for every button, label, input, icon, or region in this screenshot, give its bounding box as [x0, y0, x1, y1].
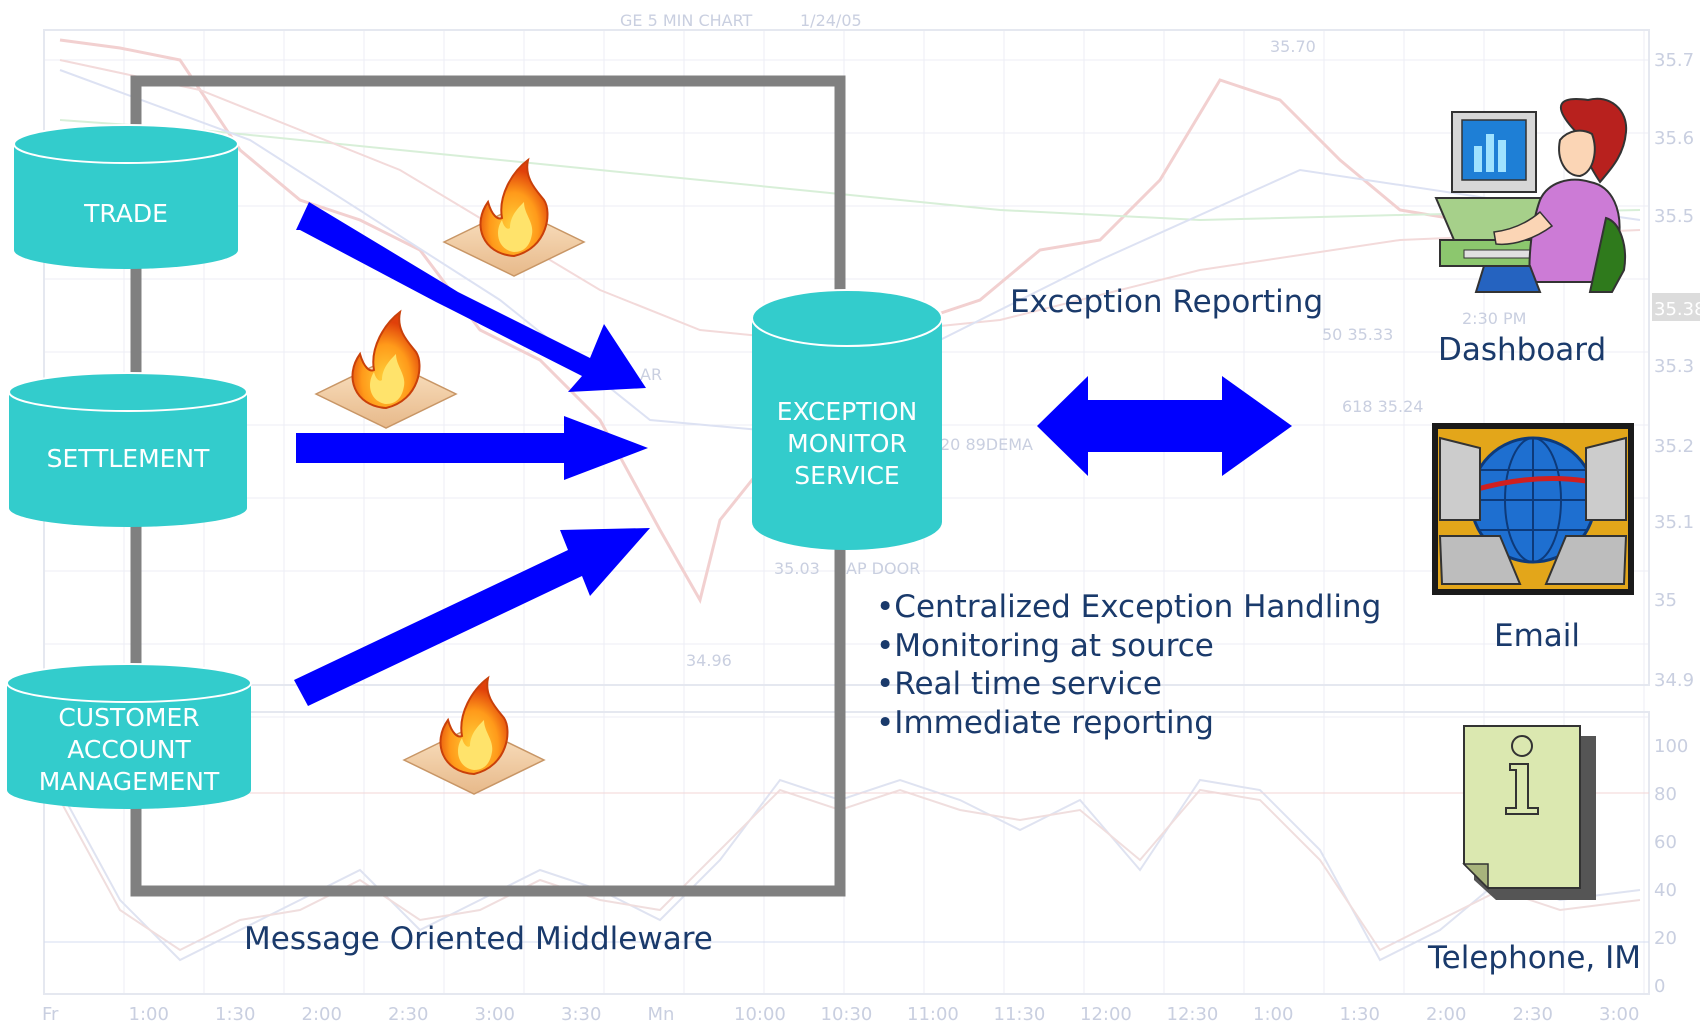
- exception-reporting-label: Exception Reporting: [1010, 284, 1324, 320]
- y-tick-label: 35.6: [1654, 128, 1694, 149]
- arrow-monitor-to-channels: [1037, 376, 1292, 476]
- chart-date: 1/24/05: [800, 11, 862, 30]
- x-tick-label: 11:30: [994, 1004, 1046, 1025]
- x-tick-label: 10:30: [821, 1004, 873, 1025]
- trade-cylinder: [13, 124, 239, 269]
- x-tick-label: 2:00: [1426, 1004, 1466, 1025]
- x-tick-label: 2:30: [388, 1004, 428, 1025]
- arrow-settlement-to-monitor: [296, 416, 648, 480]
- chart-y-ticks: 35.7 35.6 35.5 35.3 35.2 35.1 35 34.9 100 80 60 40 2…: [1654, 50, 1694, 997]
- chart-annotation: 50 35.33: [1322, 325, 1393, 344]
- price-marker-box: [1652, 293, 1700, 321]
- background-grid: [43, 30, 1649, 994]
- exception-monitor-cylinder: [751, 289, 943, 550]
- chart-title: GE 5 MIN CHART: [620, 11, 753, 30]
- feature-item: Real time service: [876, 665, 1381, 704]
- x-tick-label: 11:00: [907, 1004, 959, 1025]
- chart-annotation: 35.70: [1270, 37, 1316, 56]
- email-globe-icon: [1432, 423, 1634, 595]
- x-tick-label: 2:00: [302, 1004, 342, 1025]
- chart-annotations: 35.70 2:30 PM 50 35.33 618 35.24 20 89DEMA 35…: [640, 37, 1526, 670]
- oscillator-tick-label: 60: [1654, 832, 1677, 853]
- x-tick-label: 12:30: [1167, 1004, 1219, 1025]
- y-tick-label: 35.2: [1654, 436, 1694, 457]
- chart-annotation: AP DOOR: [846, 559, 920, 578]
- feature-item: Immediate reporting: [876, 704, 1381, 743]
- chart-annotation: 35.03: [774, 559, 820, 578]
- middleware-label: Message Oriented Middleware: [244, 921, 713, 957]
- settlement-label: SETTLEMENT: [46, 444, 210, 473]
- y-tick-label: 35.7: [1654, 50, 1694, 71]
- x-tick-label: 2:30: [1513, 1004, 1553, 1025]
- chart-x-ticks: Fr 1:00 1:30 2:00 2:30 3:00 3:30 Mn 10:00 10:30 11…: [42, 1004, 1639, 1025]
- chart-annotation: 618 35.24: [1342, 397, 1423, 416]
- info-note-icon: [1462, 725, 1596, 900]
- feature-item: Centralized Exception Handling: [876, 588, 1381, 627]
- x-tick-label: 1:00: [129, 1004, 169, 1025]
- oscillator-tick-label: 0: [1654, 976, 1665, 997]
- x-tick-label: 1:00: [1253, 1004, 1293, 1025]
- exception-monitor-label: EXCEPTION MONITOR SERVICE: [776, 397, 918, 490]
- dashboard-label: Dashboard: [1438, 332, 1607, 368]
- price-pane: [43, 29, 1650, 686]
- oscillator-tick-label: 100: [1654, 736, 1688, 757]
- feature-item: Monitoring at source: [876, 627, 1381, 666]
- y-tick-label: 35.3: [1654, 356, 1694, 377]
- background-ma-line-1: [59, 119, 1641, 222]
- flame-icon-1: [443, 159, 585, 277]
- x-tick-label: Mn: [648, 1004, 675, 1025]
- chart-annotation: 2:30 PM: [1462, 309, 1526, 328]
- oscillator-tick-label: 80: [1654, 784, 1677, 805]
- flame-icon-3: [403, 677, 545, 795]
- x-tick-label: Fr: [42, 1004, 59, 1025]
- trade-label: TRADE: [84, 199, 168, 228]
- chart-annotation: AR: [640, 365, 662, 384]
- feature-list: Centralized Exception Handling Monitorin…: [876, 588, 1381, 742]
- price-marker: 35.38: [1654, 299, 1700, 320]
- customer-account-label: CUSTOMER ACCOUNT MANAGEMENT: [38, 703, 220, 796]
- y-tick-label: 35: [1654, 590, 1677, 611]
- x-tick-label: 10:00: [734, 1004, 786, 1025]
- oscillator-pane: [43, 711, 1650, 995]
- arrow-customer-to-monitor: [294, 528, 650, 706]
- y-tick-label: 35.5: [1654, 206, 1694, 227]
- x-tick-label: 1:30: [215, 1004, 255, 1025]
- chart-annotation: 34.96: [686, 651, 732, 670]
- flame-icon-2: [315, 311, 457, 429]
- settlement-cylinder: [8, 372, 248, 527]
- arrow-trade-to-monitor: [296, 202, 646, 392]
- x-tick-label: 3:00: [1599, 1004, 1639, 1025]
- x-tick-label: 12:00: [1080, 1004, 1132, 1025]
- chart-annotation: 20 89DEMA: [940, 435, 1033, 454]
- y-tick-label: 34.9: [1654, 670, 1694, 691]
- y-tick-label: 35.1: [1654, 512, 1694, 533]
- dashboard-user-icon: [1434, 97, 1628, 293]
- oscillator-tick-label: 20: [1654, 928, 1677, 949]
- customer-account-cylinder: [6, 663, 252, 809]
- email-label: Email: [1494, 618, 1581, 654]
- x-tick-label: 1:30: [1340, 1004, 1380, 1025]
- background-ma-line-2: [59, 59, 1641, 342]
- x-tick-label: 3:00: [475, 1004, 515, 1025]
- telephone-im-label: Telephone, IM: [1428, 940, 1642, 976]
- oscillator-tick-label: 40: [1654, 880, 1677, 901]
- x-tick-label: 3:30: [561, 1004, 601, 1025]
